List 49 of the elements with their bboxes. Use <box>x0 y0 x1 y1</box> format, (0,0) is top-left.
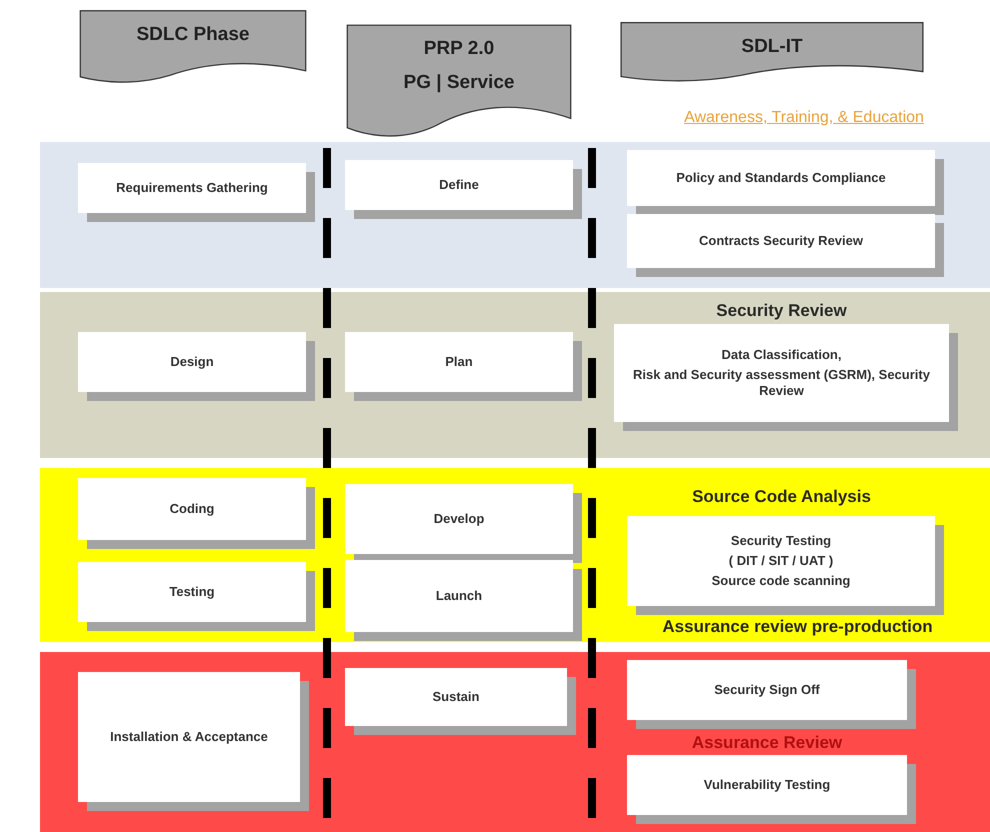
column-heading: SDL-IT <box>741 35 803 59</box>
process-box <box>345 332 573 392</box>
box-text: Develop <box>434 510 484 528</box>
box-text: Source code scanning <box>712 573 850 590</box>
box-text: Risk and Security assessment (GSRM), Security Review <box>632 366 931 400</box>
box-text: Data Classification, <box>722 346 842 363</box>
box-text: Design <box>170 354 214 370</box>
box-text: Define <box>439 176 479 194</box>
process-box <box>78 562 306 622</box>
process-box <box>627 214 935 268</box>
box-text: ( DIT / SIT / UAT ) <box>728 552 834 570</box>
band-heading: Assurance review pre-production <box>661 616 934 638</box>
process-box <box>78 672 300 802</box>
box-text: Vulnerability Testing <box>704 776 830 794</box>
phase-band <box>40 142 990 288</box>
process-box <box>78 332 306 392</box>
note-text: Awareness, Training, & Education <box>683 108 925 128</box>
band-heading: Assurance Review <box>690 732 844 754</box>
box-text: Policy and Standards Compliance <box>676 170 886 186</box>
phase-band <box>40 292 990 458</box>
process-box <box>78 163 306 213</box>
process-box <box>345 160 573 210</box>
process-box <box>627 516 935 606</box>
column-heading: PRP 2.0 <box>424 37 494 61</box>
box-text: Contracts Security Review <box>698 232 863 250</box>
band-heading: Source Code Analysis <box>691 486 872 508</box>
phase-band <box>40 468 990 642</box>
process-box <box>627 150 935 206</box>
box-text: Requirements Gathering <box>116 180 268 196</box>
process-box <box>345 484 573 554</box>
process-box <box>627 660 907 720</box>
column-heading: SDLC Phase <box>136 23 250 47</box>
column-heading: PG | Service <box>404 71 514 95</box>
process-box <box>627 755 907 815</box>
box-text: Sustain <box>432 688 480 706</box>
process-box <box>614 324 949 422</box>
process-box <box>345 668 567 726</box>
box-text: Installation & Acceptance <box>110 728 268 746</box>
box-text: Plan <box>445 354 473 370</box>
box-text: Launch <box>436 588 482 604</box>
box-text: Testing <box>169 584 215 600</box>
phase-band <box>40 652 990 832</box>
box-text: Security Testing <box>730 532 832 549</box>
process-box <box>78 478 306 540</box>
wave-banner <box>618 22 926 84</box>
box-text: Coding <box>170 500 214 518</box>
band-heading: Security Review <box>715 300 848 322</box>
box-text: Security Sign Off <box>714 682 820 698</box>
process-box <box>345 560 573 632</box>
